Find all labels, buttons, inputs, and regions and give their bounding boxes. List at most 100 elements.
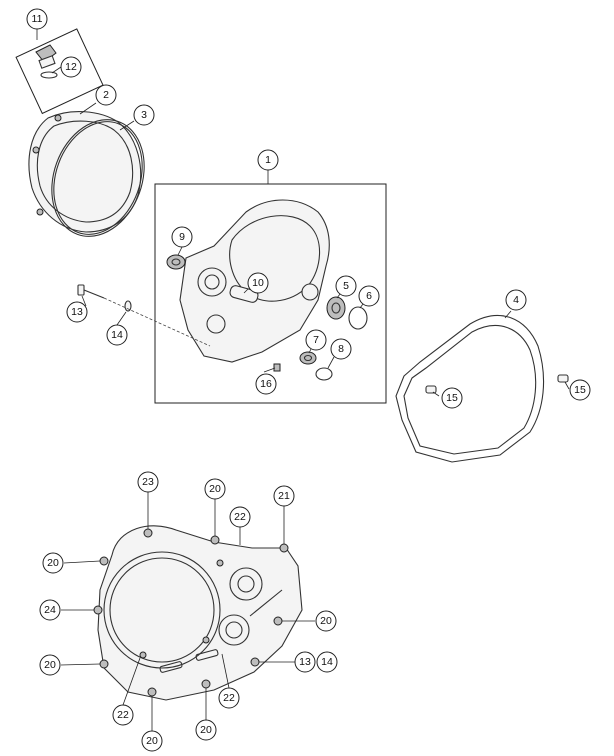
- bolt-head: [216, 559, 224, 567]
- pump-cover: [229, 567, 263, 601]
- bolt-head: [147, 687, 157, 697]
- assembly-axis-line: [103, 297, 211, 347]
- callout-label: 1: [265, 154, 271, 166]
- callout-14: 14: [106, 324, 128, 346]
- callout-label: 24: [44, 604, 56, 616]
- callout-22: 22: [229, 506, 251, 528]
- callout-label: 9: [179, 231, 185, 243]
- radial-seal-inner: [171, 258, 181, 266]
- washer: [124, 300, 132, 312]
- callout-4: 4: [505, 289, 527, 311]
- callout-label: 6: [366, 290, 372, 302]
- circlip: [348, 306, 368, 330]
- callout-11: 11: [26, 8, 48, 30]
- callout-label: 5: [343, 280, 349, 292]
- callout-8: 8: [330, 338, 352, 360]
- bolt-head: [99, 556, 109, 566]
- retaining-ring: [315, 367, 333, 381]
- screw-plug-body: [38, 55, 56, 69]
- clutch-cover-lid: [28, 111, 142, 233]
- bolt-head: [279, 543, 289, 553]
- callout-label: 15: [446, 392, 458, 404]
- oil-filter-boss: [218, 614, 250, 646]
- small-seal-inner: [303, 354, 313, 362]
- callout-label: 7: [313, 334, 319, 346]
- lid-bolt-lug: [32, 146, 40, 154]
- callout-7: 7: [305, 329, 327, 351]
- callout-22: 22: [112, 704, 134, 726]
- callout-20: 20: [141, 730, 163, 752]
- bolt-head: [273, 616, 283, 626]
- lid-outer: [28, 111, 142, 233]
- shaft-seal-inner: [331, 302, 341, 314]
- callout-label: 10: [252, 277, 264, 289]
- cover-gasket: [395, 314, 545, 463]
- bolt-head: [99, 659, 109, 669]
- callout-label: 16: [260, 378, 272, 390]
- callout-label: 3: [141, 109, 147, 121]
- callout-label: 2: [103, 89, 109, 101]
- callout-label: 20: [47, 557, 59, 569]
- callout-label: 13: [71, 306, 83, 318]
- callout-label: 14: [111, 329, 123, 341]
- pump-housing-bore: [204, 274, 220, 290]
- radial-seal: [166, 254, 186, 270]
- callout-16: 16: [255, 373, 277, 395]
- callout-12: 12: [60, 56, 82, 78]
- callout-13: 13: [294, 651, 316, 673]
- callout-22: 22: [218, 687, 240, 709]
- callout-15: 15: [441, 387, 463, 409]
- clutch-housing-inner: [109, 557, 215, 663]
- callout-label: 20: [44, 659, 56, 671]
- callout-label: 21: [278, 490, 290, 502]
- callout-label: 20: [200, 724, 212, 736]
- lid-inner-rim: [36, 120, 134, 223]
- assembled-cover: [97, 525, 303, 701]
- bleeder-screw: [273, 363, 281, 372]
- callout-label: 8: [338, 343, 344, 355]
- pump-channel: [249, 589, 283, 617]
- callout-20: 20: [315, 610, 337, 632]
- bolt-head: [250, 657, 260, 667]
- callout-9: 9: [171, 226, 193, 248]
- callout-20: 20: [204, 478, 226, 500]
- cover-rib: [195, 649, 219, 661]
- callout-6: 6: [358, 285, 380, 307]
- lid-bolt-lug: [54, 114, 62, 122]
- bolt-head: [201, 679, 211, 689]
- callout-3: 3: [133, 104, 155, 126]
- callout-label: 4: [513, 294, 519, 306]
- leader-lines: [36, 29, 570, 731]
- callout-1: 1: [257, 149, 279, 171]
- oil-filter-boss-bore: [225, 621, 243, 639]
- callout-label: 22: [234, 511, 246, 523]
- lid-gasket-inner: [53, 121, 143, 235]
- lid-gasket: [51, 119, 145, 237]
- callout-2: 2: [95, 84, 117, 106]
- screw-plug: [35, 44, 57, 63]
- assembly-frame: [154, 183, 387, 404]
- callout-label: 15: [574, 384, 586, 396]
- bolt-head: [202, 636, 210, 644]
- plug-detail-frame: [15, 28, 104, 115]
- lid-bolt-lug: [36, 208, 44, 216]
- cover-gasket-inner: [403, 325, 537, 455]
- callout-24: 24: [39, 599, 61, 621]
- callout-13: 13: [66, 301, 88, 323]
- callout-label: 20: [320, 615, 332, 627]
- callout-10: 10: [247, 272, 269, 294]
- bolt-head: [143, 528, 153, 538]
- callout-label: 14: [321, 656, 333, 668]
- pump-cover-bore: [237, 575, 255, 593]
- callout-14: 14: [316, 651, 338, 673]
- callout-20: 20: [39, 654, 61, 676]
- callout-20: 20: [195, 719, 217, 741]
- pump-housing: [197, 267, 227, 297]
- callout-label: 20: [146, 735, 158, 747]
- bolt-head: [93, 605, 103, 615]
- callout-label: 23: [142, 476, 154, 488]
- cover-rib: [159, 661, 183, 673]
- small-seal: [299, 351, 317, 365]
- callout-label: 22: [117, 709, 129, 721]
